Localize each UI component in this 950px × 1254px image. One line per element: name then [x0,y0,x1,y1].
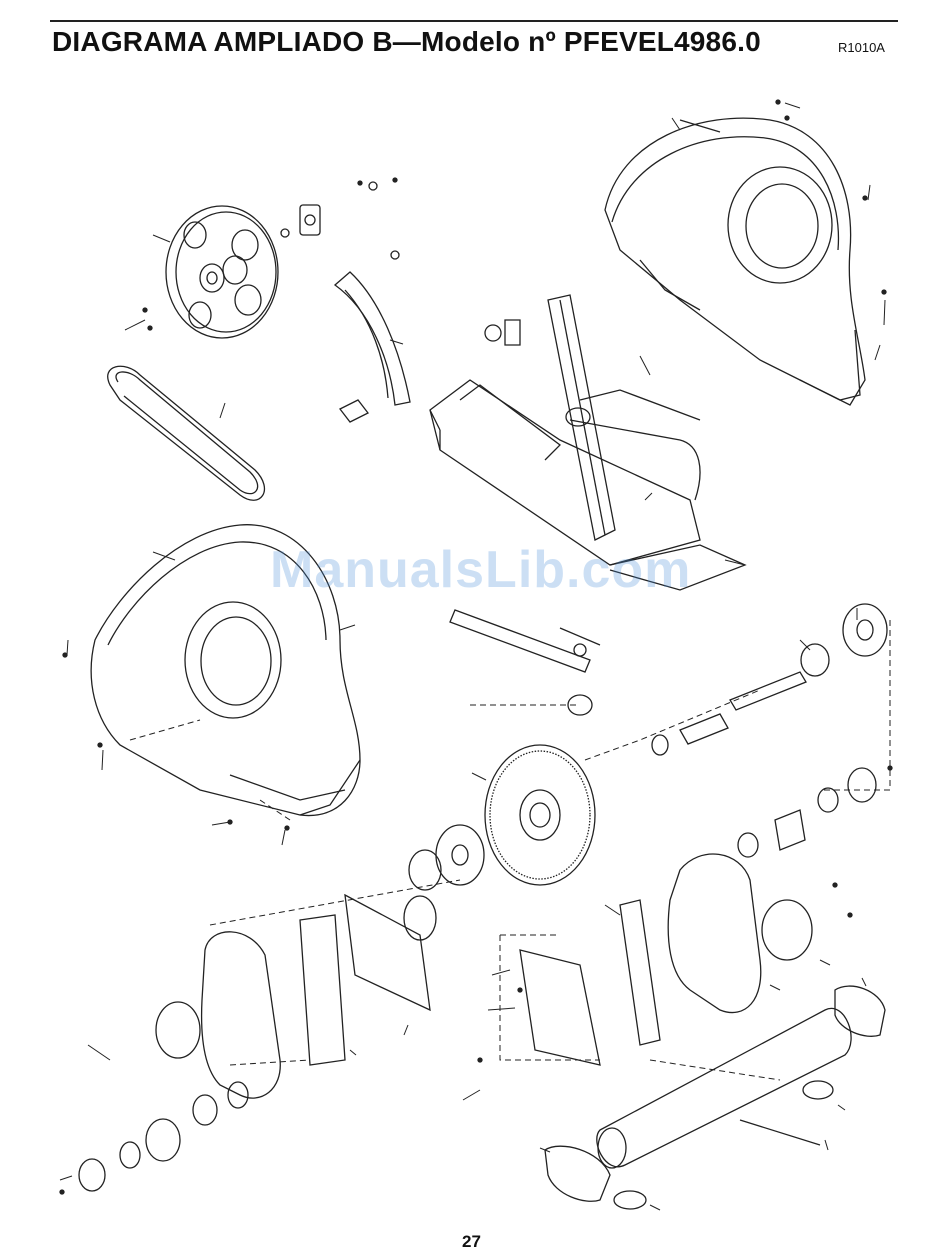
alignment-lines [130,620,890,1080]
drive-belt [108,366,265,500]
axle-parts [409,604,887,890]
lower-pulley-stack [79,1082,248,1191]
page-number: 27 [462,1232,481,1252]
curved-bracket [335,272,410,405]
left-side-cover [156,895,436,1098]
right-shroud [605,118,865,405]
crank-arm [450,610,600,672]
bracket-assembly [281,182,520,422]
pulley-wheel [166,206,278,338]
flywheel [485,745,595,885]
right-side-cover [520,854,812,1065]
watermark: ManualsLib.com [270,540,691,600]
base-tube [545,986,885,1209]
